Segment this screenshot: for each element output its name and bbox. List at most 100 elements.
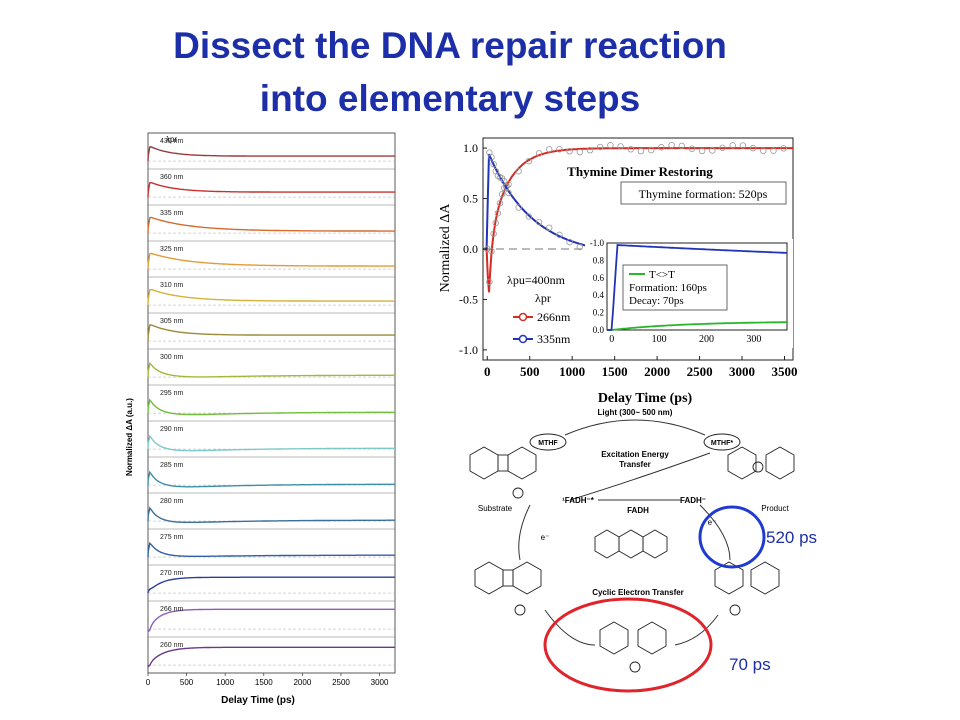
left-trace-line bbox=[147, 506, 395, 523]
right-data-point bbox=[492, 219, 499, 227]
right-data-point bbox=[678, 142, 685, 150]
right-ytick-label: 1.0 bbox=[463, 141, 478, 155]
legend-label: 335nm bbox=[537, 332, 571, 346]
left-trace-line bbox=[147, 576, 395, 594]
left-series-label: 430 nm bbox=[160, 138, 184, 145]
product-molecule bbox=[727, 446, 795, 480]
left-series-label: 360 nm bbox=[160, 174, 184, 181]
right-data-point bbox=[658, 144, 665, 151]
left-xtick-label: 1000 bbox=[216, 678, 234, 687]
cycle-arrow-right bbox=[699, 504, 731, 561]
right-data-point bbox=[525, 213, 533, 220]
right-data-point bbox=[515, 168, 522, 175]
right-ytick-label: -1.0 bbox=[459, 343, 478, 357]
left-trace-line bbox=[147, 608, 395, 634]
right-data-point bbox=[535, 150, 543, 157]
left-trace-line bbox=[147, 146, 395, 162]
mthf-ellipse bbox=[529, 433, 567, 451]
left-series-label: 295 nm bbox=[160, 390, 184, 397]
fadh-minus-label: FADH⁻ bbox=[680, 496, 706, 505]
right-data-point bbox=[490, 161, 497, 168]
flavin-molecule bbox=[594, 529, 668, 559]
left-series-label: 266 nm bbox=[160, 606, 184, 613]
repair-reaction-scheme: Light (300~ 500 nm) MTHF MTHF* Excitatio… bbox=[469, 408, 795, 693]
left-series-label: 300 nm bbox=[160, 354, 184, 361]
right-chart-title: Thymine Dimer Restoring bbox=[567, 164, 713, 179]
right-data-point bbox=[719, 144, 726, 151]
right-data-point bbox=[780, 145, 787, 152]
left-plot-frame bbox=[147, 132, 396, 674]
right-data-point bbox=[627, 146, 634, 153]
right-data-point bbox=[535, 218, 543, 226]
left-trace-line bbox=[147, 252, 395, 270]
right-data-point bbox=[503, 183, 510, 191]
right-data-point bbox=[688, 145, 696, 152]
legend-swatch-marker bbox=[518, 312, 528, 322]
eet-label-2: Transfer bbox=[619, 460, 651, 469]
radical-product-molecule bbox=[714, 561, 780, 616]
timescale-70ps-label: 70 ps bbox=[729, 655, 771, 674]
right-data-point bbox=[739, 142, 747, 149]
right-xlabel: Delay Time (ps) bbox=[598, 391, 693, 406]
inset-ytick-label: -1.0 bbox=[590, 238, 605, 248]
right-data-point bbox=[729, 142, 736, 149]
left-header-label: λpr bbox=[166, 135, 177, 144]
right-data-point bbox=[505, 189, 512, 197]
left-series-label: 325 nm bbox=[160, 246, 184, 253]
fadh-radical-label: FADH bbox=[627, 506, 649, 515]
right-ytick-label: -0.5 bbox=[459, 292, 478, 306]
left-series-label: 285 nm bbox=[160, 462, 184, 469]
right-ytick-label: 0.0 bbox=[463, 242, 478, 256]
mthf-star-label: MTHF* bbox=[711, 440, 733, 447]
right-data-point bbox=[556, 231, 563, 239]
right-data-point bbox=[668, 141, 675, 149]
left-series-label: 260 nm bbox=[160, 642, 184, 649]
inset-xtick-label: 0 bbox=[609, 334, 614, 345]
right-data-point bbox=[494, 210, 502, 217]
left-series-label: 270 nm bbox=[160, 570, 184, 577]
product-label: Product bbox=[761, 504, 789, 513]
right-data-point bbox=[546, 146, 553, 153]
left-trace-line bbox=[147, 362, 395, 378]
right-data-point bbox=[496, 200, 504, 207]
eet-label: Excitation Energy bbox=[601, 450, 669, 459]
left-trace-line bbox=[147, 470, 395, 488]
right-data-point bbox=[617, 143, 624, 150]
right-data-point bbox=[566, 238, 573, 246]
right-xtick-label: 2000 bbox=[644, 364, 670, 379]
right-data-point bbox=[556, 146, 563, 153]
electron-label-2: e⁻ bbox=[708, 518, 717, 527]
left-xtick-label: 2000 bbox=[293, 678, 311, 687]
right-data-point bbox=[566, 147, 573, 155]
right-data-point bbox=[490, 230, 497, 237]
annotation-box bbox=[620, 181, 787, 205]
mthf-star-ellipse bbox=[703, 433, 741, 451]
left-series-label: 305 nm bbox=[160, 318, 184, 325]
slide-title-line-2: into elementary steps bbox=[259, 78, 641, 119]
left-trace-line bbox=[147, 434, 395, 452]
inset-xtick-label: 100 bbox=[652, 334, 667, 345]
right-annotation: Thymine formation: 520ps bbox=[639, 187, 768, 201]
right-data-point bbox=[498, 190, 506, 198]
left-xlabel: Delay Time (ps) bbox=[221, 695, 295, 706]
right-xtick-label: 1500 bbox=[602, 364, 628, 379]
left-trace-line bbox=[147, 398, 395, 416]
right-data-point bbox=[709, 147, 716, 154]
left-xtick-label: 0 bbox=[146, 678, 151, 687]
inset-frame bbox=[606, 242, 788, 331]
right-data-point bbox=[576, 148, 584, 156]
left-series-label: 335 nm bbox=[160, 210, 184, 217]
right-data-point bbox=[525, 157, 533, 165]
right-data-point bbox=[760, 147, 767, 154]
inset-legend-box bbox=[622, 264, 728, 311]
right-data-point bbox=[546, 224, 553, 231]
substrate-molecule bbox=[469, 446, 537, 499]
right-data-point bbox=[597, 143, 604, 151]
left-xtick-label: 500 bbox=[180, 678, 194, 687]
right-data-point bbox=[647, 146, 655, 154]
right-data-point bbox=[749, 144, 757, 152]
blue-highlight-ring bbox=[698, 505, 766, 569]
inset-series-line bbox=[607, 321, 787, 331]
substrate-label: Substrate bbox=[478, 504, 513, 513]
inset-xtick-label: 300 bbox=[746, 334, 761, 345]
